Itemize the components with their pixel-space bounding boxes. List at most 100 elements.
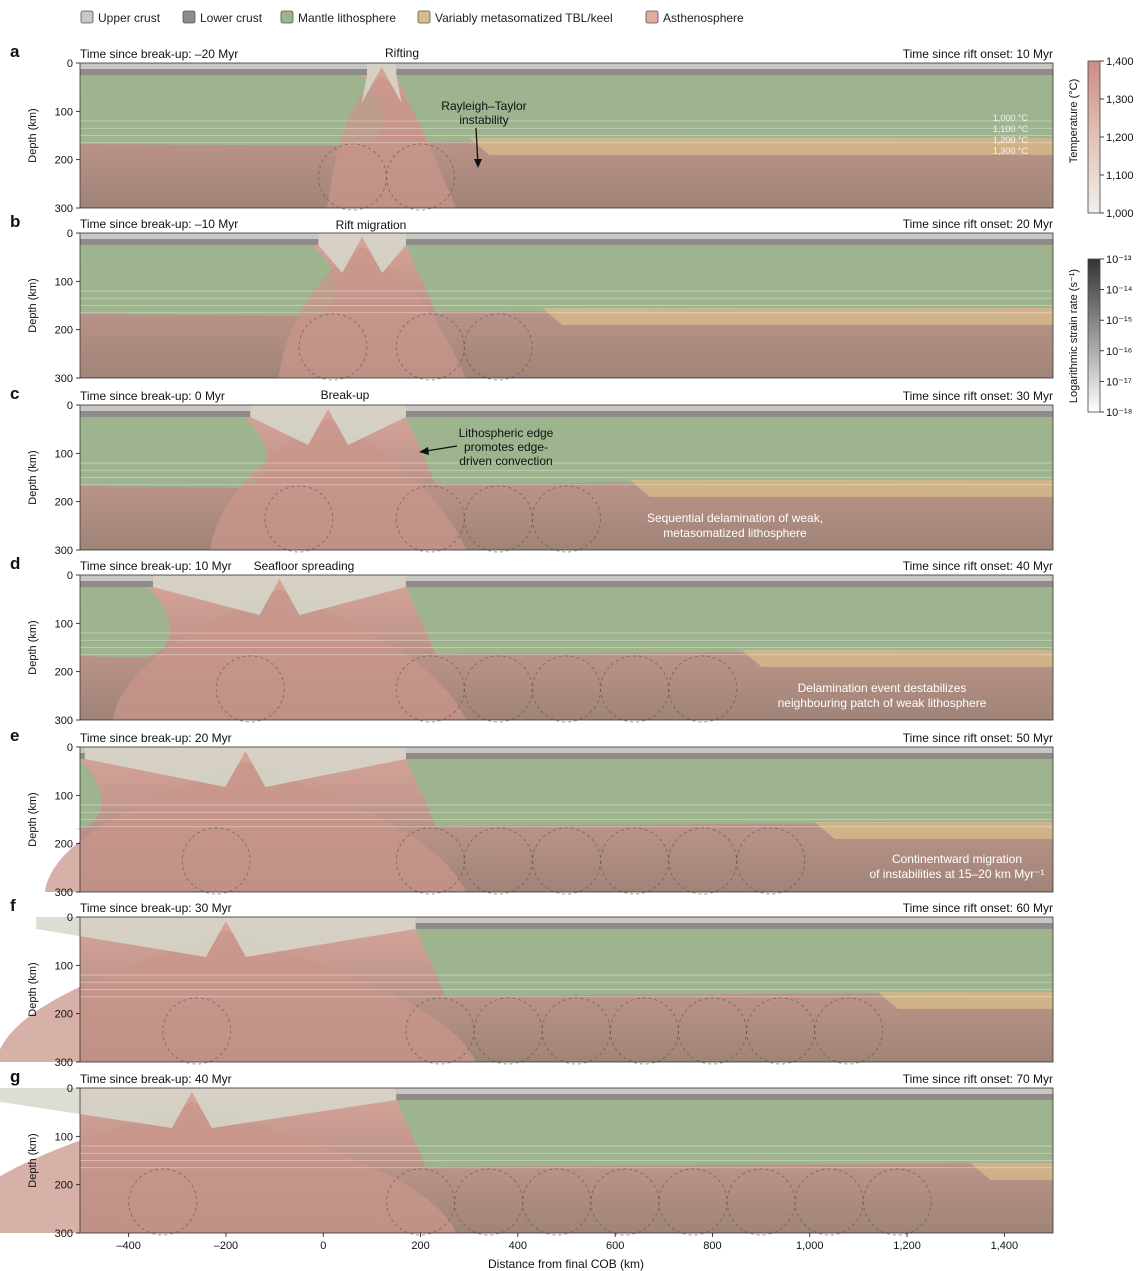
panel-letter: d bbox=[10, 554, 20, 573]
y-tick-label: 200 bbox=[55, 155, 73, 167]
lower-crust-left bbox=[80, 753, 85, 759]
time-since-rift-onset: Time since rift onset: 10 Myr bbox=[903, 47, 1053, 61]
y-tick-label: 300 bbox=[55, 887, 73, 899]
legend-swatch-tbl-keel bbox=[418, 11, 430, 23]
lower-crust-right bbox=[406, 753, 1053, 759]
y-tick-label: 100 bbox=[55, 618, 73, 630]
legend-label-upper-crust: Upper crust bbox=[98, 11, 161, 25]
strain-colorbar-label: Logarithmic strain rate (s⁻¹) bbox=[1068, 269, 1080, 403]
lower-crust-left bbox=[80, 69, 367, 75]
model-panels: 0100200300Depth (km)aTime since break-up… bbox=[0, 42, 1053, 1240]
lower-crust-left bbox=[80, 239, 318, 245]
label-sequential-delamination-1: Sequential delamination of weak, bbox=[647, 511, 823, 525]
time-since-rift-onset: Time since rift onset: 60 Myr bbox=[903, 901, 1053, 915]
temperature-tick-label: 1,000 bbox=[1106, 208, 1134, 220]
panel-letter: g bbox=[10, 1067, 20, 1086]
panel-b: 0100200300Depth (km)bTime since break-up… bbox=[10, 212, 1053, 385]
panel-letter: c bbox=[10, 384, 19, 403]
y-tick-label: 0 bbox=[67, 912, 73, 924]
x-tick-label: 1,400 bbox=[991, 1240, 1019, 1252]
y-axis-label: Depth (km) bbox=[27, 108, 39, 162]
upper-crust-left bbox=[80, 747, 85, 753]
label-instability: instability bbox=[459, 113, 508, 127]
upper-crust-left bbox=[80, 575, 153, 581]
legend-item-tbl-keel: Variably metasomatized TBL/keel bbox=[418, 11, 613, 25]
strain-tick-label: 10⁻¹⁵ bbox=[1106, 315, 1132, 327]
y-tick-label: 300 bbox=[55, 1228, 73, 1240]
panel-letter: e bbox=[10, 726, 19, 745]
label-rift-migration: Rift migration bbox=[336, 218, 407, 232]
lower-crust-right bbox=[396, 1094, 1053, 1100]
tbl-keel-band bbox=[630, 480, 1053, 497]
label-seafloor-spreading: Seafloor spreading bbox=[254, 559, 355, 573]
right-mantle-lithosphere bbox=[406, 245, 1053, 312]
legend-item-lower-crust: Lower crust bbox=[183, 11, 263, 25]
lower-crust-left bbox=[80, 581, 153, 587]
legend-item-mantle-lithosphere: Mantle lithosphere bbox=[281, 11, 396, 25]
x-tick-label: 1,200 bbox=[893, 1240, 921, 1252]
time-since-rift-onset: Time since rift onset: 50 Myr bbox=[903, 731, 1053, 745]
temperature-tick-label: 1,400 bbox=[1106, 56, 1134, 68]
strain-tick-label: 10⁻¹⁴ bbox=[1106, 285, 1133, 297]
isotherm-label-1000: 1,000 °C bbox=[993, 113, 1029, 123]
label-rifting: Rifting bbox=[385, 46, 419, 60]
time-since-rift-onset: Time since rift onset: 40 Myr bbox=[903, 559, 1053, 573]
y-tick-label: 100 bbox=[55, 106, 73, 118]
upper-crust-right bbox=[406, 747, 1053, 753]
x-tick-label: 800 bbox=[703, 1240, 721, 1252]
upper-crust-right bbox=[406, 405, 1053, 411]
y-tick-label: 100 bbox=[55, 960, 73, 972]
right-mantle-lithosphere bbox=[406, 759, 1053, 826]
tbl-keel-band bbox=[815, 822, 1053, 839]
label-rayleigh-taylor: Rayleigh–Taylor bbox=[441, 99, 526, 113]
label-lithospheric-edge-3: driven convection bbox=[459, 454, 552, 468]
label-continentward-migration-2: of instabilities at 15–20 km Myr⁻¹ bbox=[869, 867, 1044, 881]
x-tick-label: 200 bbox=[411, 1240, 429, 1252]
legend-label-asthenosphere: Asthenosphere bbox=[663, 11, 744, 25]
legend-label-mantle-lithosphere: Mantle lithosphere bbox=[298, 11, 396, 25]
right-mantle-lithosphere bbox=[416, 929, 1053, 996]
strain-tick-label: 10⁻¹³ bbox=[1106, 254, 1132, 266]
time-since-break-up: Time since break-up: 20 Myr bbox=[80, 731, 232, 745]
tbl-keel-band bbox=[469, 138, 1053, 155]
time-since-break-up: Time since break-up: 10 Myr bbox=[80, 559, 232, 573]
y-tick-label: 100 bbox=[55, 276, 73, 288]
isotherm-label-1300: 1,300 °C bbox=[993, 146, 1029, 156]
temperature-colorbar-ramp bbox=[1088, 61, 1100, 213]
isotherm-label-1100: 1,100 °C bbox=[993, 124, 1029, 134]
upper-crust-left bbox=[80, 233, 318, 239]
right-mantle-lithosphere bbox=[396, 1100, 1053, 1167]
x-tick-label: –200 bbox=[214, 1240, 238, 1252]
time-since-break-up: Time since break-up: 0 Myr bbox=[80, 389, 225, 403]
temperature-tick-label: 1,300 bbox=[1106, 94, 1134, 106]
y-tick-label: 200 bbox=[55, 667, 73, 679]
strain-colorbar: Logarithmic strain rate (s⁻¹) 10⁻¹³ 10⁻¹⁴… bbox=[1068, 254, 1133, 419]
legend-item-asthenosphere: Asthenosphere bbox=[646, 11, 744, 25]
tbl-keel-band bbox=[878, 992, 1053, 1009]
label-lithospheric-edge-1: Lithospheric edge bbox=[459, 426, 554, 440]
x-tick-label: 1,000 bbox=[796, 1240, 824, 1252]
x-tick-label: 400 bbox=[509, 1240, 527, 1252]
temperature-colorbar-ticks: 1,4001,3001,2001,1001,000 bbox=[1100, 56, 1134, 220]
right-mantle-lithosphere bbox=[406, 587, 1053, 654]
isotherm-label-1200: 1,200 °C bbox=[993, 135, 1029, 145]
y-tick-label: 0 bbox=[67, 400, 73, 412]
panel-f: 0100200300Depth (km)fTime since break-up… bbox=[0, 896, 1053, 1069]
lower-crust-right bbox=[406, 411, 1053, 417]
strain-tick-label: 10⁻¹⁷ bbox=[1106, 376, 1132, 388]
legend: Upper crust Lower crust Mantle lithosphe… bbox=[81, 11, 744, 25]
temperature-tick-label: 1,100 bbox=[1106, 170, 1134, 182]
y-tick-label: 300 bbox=[55, 1057, 73, 1069]
legend-swatch-asthenosphere bbox=[646, 11, 658, 23]
y-tick-label: 200 bbox=[55, 497, 73, 509]
label-delamination-event-2: neighbouring patch of weak lithosphere bbox=[778, 696, 987, 710]
label-sequential-delamination-2: metasomatized lithosphere bbox=[663, 526, 807, 540]
y-axis-label: Depth (km) bbox=[27, 620, 39, 674]
time-since-rift-onset: Time since rift onset: 70 Myr bbox=[903, 1072, 1053, 1086]
y-tick-label: 200 bbox=[55, 1009, 73, 1021]
tbl-keel-band bbox=[742, 650, 1053, 667]
tbl-keel-band bbox=[542, 308, 1053, 325]
x-tick-label: 0 bbox=[320, 1240, 326, 1252]
y-tick-label: 300 bbox=[55, 715, 73, 727]
